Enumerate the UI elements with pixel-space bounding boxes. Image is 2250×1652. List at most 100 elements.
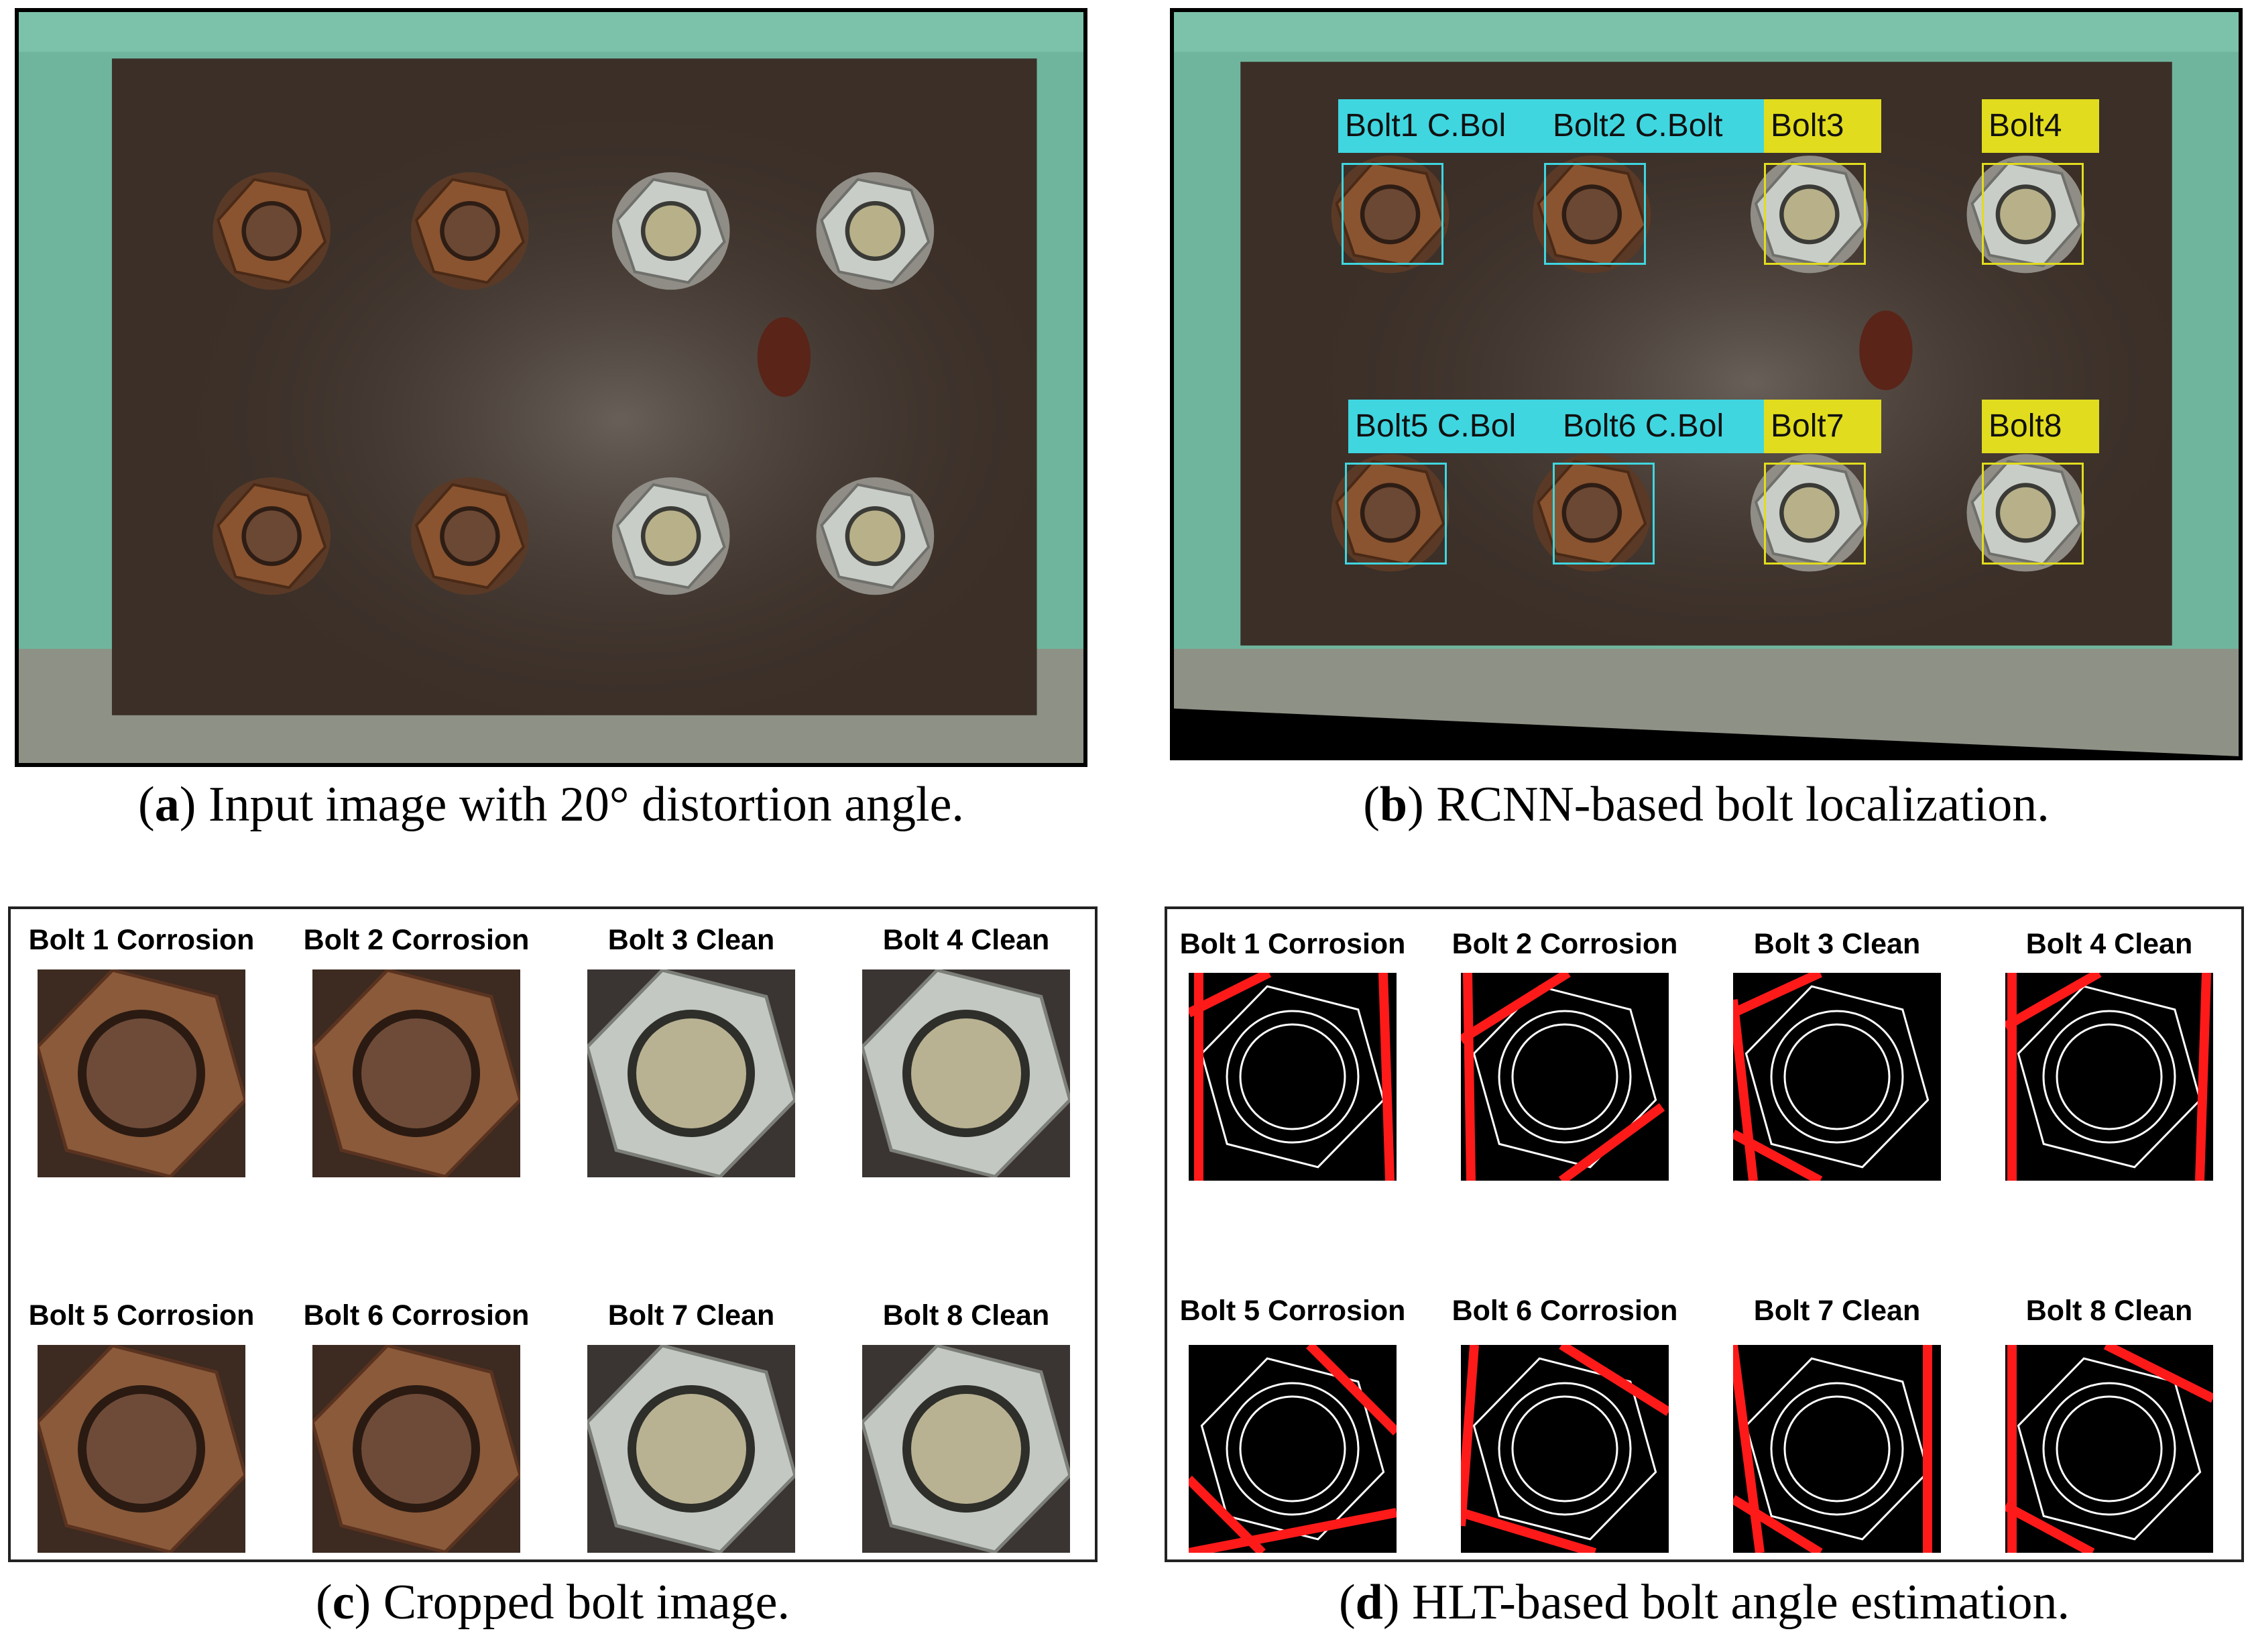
crop-label-5: Bolt 5 Corrosion [28, 1299, 255, 1332]
caption-c-letter: c [332, 1575, 355, 1630]
detection-label-6: Bolt6 C.Bol [1556, 400, 1791, 453]
crop-label-6: Bolt 6 Corrosion [303, 1299, 530, 1332]
hough-line-2-1 [1461, 973, 1571, 1044]
crop-image-8 [862, 1345, 1070, 1553]
detection-label-2: Bolt2 C.Bolt [1546, 99, 1781, 153]
detection-box-1 [1342, 163, 1443, 265]
detection-box-4 [1982, 163, 2084, 265]
caption-d: (d) HLT-based bolt angle estimation. [1339, 1575, 2070, 1630]
bolt-6-photo-b [1533, 454, 1651, 572]
caption-d-text: ) HLT-based bolt angle estimation. [1382, 1575, 2070, 1630]
crop-grid: Bolt 1 Corrosion Bolt 2 Corrosion Bolt 3 C… [11, 909, 1095, 1559]
edge-label-5: Bolt 5 Corrosion [1179, 1295, 1406, 1327]
detection-label-4: Bolt4 [1982, 99, 2099, 153]
edge-image-2 [1461, 973, 1669, 1181]
hough-line-8-1 [2103, 1345, 2213, 1403]
edge-label-7: Bolt 7 Clean [1753, 1295, 1921, 1327]
bolt-2-photo [411, 172, 529, 290]
hough-line-2-3 [1558, 1103, 1665, 1181]
crop-label-1: Bolt 1 Corrosion [28, 924, 255, 956]
caption-a-letter: a [154, 777, 180, 832]
detection-label-7: Bolt7 [1764, 400, 1881, 453]
edge-image-1 [1189, 973, 1397, 1181]
hough-line-5-1 [1306, 1345, 1397, 1435]
hough-line-7-3 [1733, 1495, 1823, 1553]
edge-label-1: Bolt 1 Corrosion [1179, 928, 1406, 960]
bolt-6-photo [411, 477, 529, 595]
edge-image-8 [2005, 1345, 2213, 1553]
hough-line-6-3 [1461, 1508, 1597, 1553]
detection-label-3: Bolt3 [1764, 99, 1881, 153]
caption-a: (a) Input image with 20° distortion angl… [138, 777, 964, 832]
crop-image-3 [587, 969, 795, 1177]
detection-label-1: Bolt1 C.Bol [1338, 99, 1559, 153]
hough-line-3-1 [1733, 973, 1822, 1018]
bolt-3-photo [611, 172, 730, 290]
detection-box-5 [1345, 463, 1447, 565]
edge-image-3 [1733, 973, 1941, 1181]
hough-line-4-1 [2005, 973, 2102, 1031]
bolt-3-photo-b [1750, 156, 1869, 274]
hough-line-4-3 [2195, 973, 2211, 1181]
caption-c: (c) Cropped bolt image. [316, 1575, 790, 1630]
crop-image-6 [312, 1345, 520, 1553]
crop-label-3: Bolt 3 Clean [607, 924, 775, 956]
hough-line-3-2 [1733, 999, 1758, 1181]
edge-image-4 [2005, 973, 2213, 1181]
edge-image-5 [1189, 1345, 1397, 1553]
crop-image-2 [312, 969, 520, 1177]
crop-image-5 [38, 1345, 245, 1553]
crop-image-1 [38, 969, 245, 1177]
bolt-1-photo-b [1331, 156, 1449, 274]
edge-label-2: Bolt 2 Corrosion [1452, 928, 1678, 960]
crop-label-8: Bolt 8 Clean [882, 1299, 1050, 1332]
detection-box-8 [1982, 463, 2084, 565]
hough-line-6-2 [1461, 1345, 1479, 1527]
detection-box-7 [1764, 463, 1866, 565]
bolt-1-photo [213, 172, 331, 290]
crop-label-2: Bolt 2 Corrosion [303, 924, 530, 956]
hough-line-6-1 [1559, 1345, 1669, 1416]
crop-image-7 [587, 1345, 795, 1553]
hough-line-3-3 [1733, 1129, 1823, 1181]
edge-label-8: Bolt 8 Clean [2025, 1295, 2193, 1327]
bolt-5-photo-b [1331, 454, 1449, 572]
detection-box-2 [1544, 163, 1646, 265]
bolt-5-photo [213, 477, 331, 595]
detection-label-5: Bolt5 C.Bol [1348, 400, 1570, 453]
caption-a-text: ) Input image with 20° distortion angle. [179, 777, 964, 832]
crop-image-4 [862, 969, 1070, 1177]
panel-d-hough-lines: Bolt 1 Corrosion Bolt 2 Corrosion Bolt 3 C… [1165, 906, 2244, 1562]
edge-label-6: Bolt 6 Corrosion [1452, 1295, 1678, 1327]
detection-label-8: Bolt8 [1982, 400, 2099, 453]
bolt-8-photo-b [1966, 454, 2085, 572]
edge-label-3: Bolt 3 Clean [1753, 928, 1921, 960]
crop-label-4: Bolt 4 Clean [882, 924, 1050, 956]
bolt-4-photo [816, 172, 935, 290]
hough-line-5-3 [1189, 1508, 1397, 1553]
hough-line-8-3 [2005, 1501, 2095, 1553]
edge-label-4: Bolt 4 Clean [2025, 928, 2193, 960]
hough-line-1-3 [1378, 973, 1395, 1181]
crop-label-7: Bolt 7 Clean [607, 1299, 775, 1332]
bolt-8-photo [816, 477, 935, 595]
bolt-7-photo [611, 477, 730, 595]
bolt-4-photo-b [1966, 156, 2085, 274]
detection-box-6 [1553, 463, 1655, 565]
caption-c-text: ) Cropped bolt image. [354, 1575, 790, 1630]
plate-photo-a [19, 12, 1083, 763]
caption-b-text: ) RCNN-based bolt localization. [1407, 777, 2050, 832]
bolt-2-photo-b [1533, 156, 1651, 274]
bolt-7-photo-b [1750, 454, 1869, 572]
panel-a-input-photo [15, 8, 1087, 767]
edge-grid: Bolt 1 Corrosion Bolt 2 Corrosion Bolt 3 C… [1167, 909, 2241, 1559]
caption-b: (b) RCNN-based bolt localization. [1363, 777, 2050, 832]
caption-d-letter: d [1355, 1575, 1383, 1630]
detection-box-3 [1764, 163, 1866, 265]
edge-image-6 [1461, 1345, 1669, 1553]
edge-image-7 [1733, 1345, 1941, 1553]
hough-line-2-2 [1463, 973, 1476, 1181]
caption-b-letter: b [1379, 777, 1408, 832]
